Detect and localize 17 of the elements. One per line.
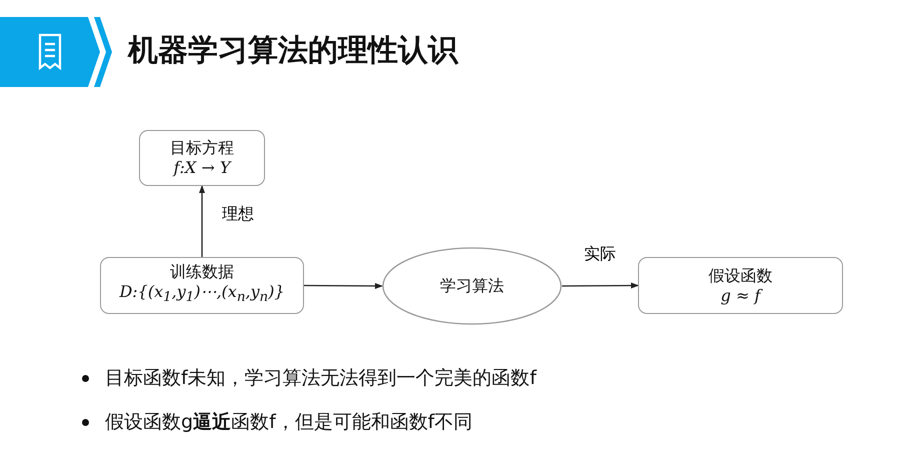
process-ellipse: [382, 247, 562, 325]
node-heading: 学习算法: [440, 276, 504, 296]
process-box: [638, 257, 843, 314]
node-heading: 训练数据: [170, 262, 234, 282]
node-heading: 目标方程: [170, 138, 234, 158]
arrow: [304, 282, 383, 289]
node-heading: 假设函数: [708, 266, 772, 286]
arrow: [199, 185, 205, 257]
formula: g ≈ f: [720, 286, 760, 306]
bullet-text: 目标函数f未知，学习算法无法得到一个完美的函数f: [105, 366, 536, 391]
formula: f:X → Y: [174, 158, 230, 178]
title: 机器学习算法的理性认识: [128, 32, 458, 70]
arrow: [562, 282, 639, 289]
bullet-text: 假设函数g逼近函数f，但是可能和函数f不同: [105, 410, 472, 435]
process-box: [139, 130, 265, 186]
process-box: [100, 257, 304, 314]
formula: D:{(x$_{1}$,y$_{1}$)⋯,(x$_{n}$,y$_{n}$)}: [119, 282, 285, 308]
